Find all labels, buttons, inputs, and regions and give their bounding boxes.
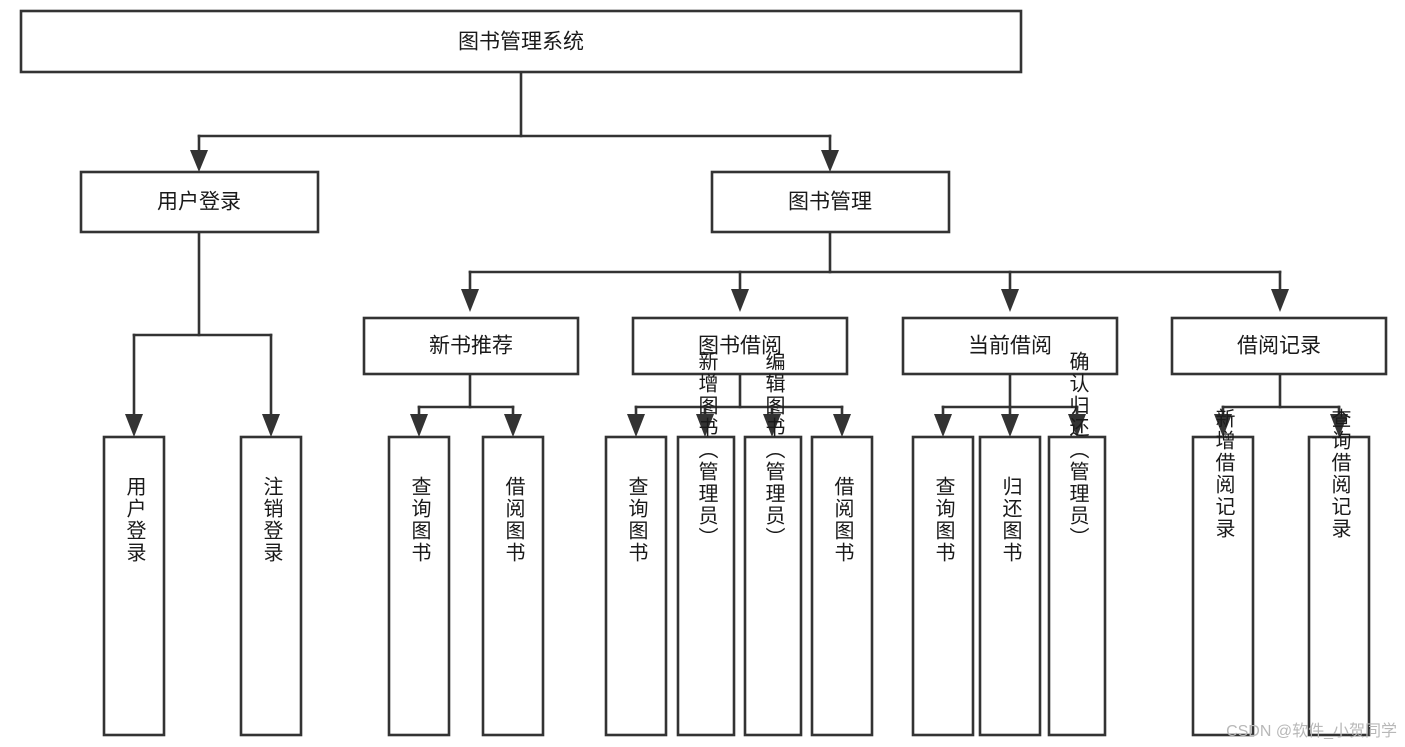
leaf-book-borrow-edit-box[interactable] bbox=[743, 435, 803, 737]
node-new-book-recommend[interactable]: 新书推荐 bbox=[362, 316, 580, 376]
arrowhead-newbook-leaf2 bbox=[504, 414, 522, 437]
node-new-book-recommend-label: 新书推荐 bbox=[429, 335, 513, 358]
node-borrow-record-box[interactable] bbox=[1170, 316, 1388, 376]
leaf-current-borrow-return-box[interactable] bbox=[978, 435, 1042, 737]
leaf-book-borrow-query[interactable]: 查询图书 bbox=[604, 435, 668, 737]
leaf-borrow-record-query-label: 查询借阅记录 bbox=[1328, 408, 1351, 540]
node-user-login-box[interactable] bbox=[79, 170, 320, 234]
arrowhead-logout-leaf bbox=[262, 414, 280, 437]
leaf-book-borrow-borrow-label: 借阅图书 bbox=[831, 476, 854, 564]
node-current-borrow-box[interactable] bbox=[901, 316, 1119, 376]
leaf-user-login-logout-label: 注销登录 bbox=[260, 476, 283, 564]
leaf-current-borrow-query-label: 查询图书 bbox=[932, 476, 955, 564]
arrowhead-borrowrecord-leaf1 bbox=[1214, 414, 1232, 437]
leaf-current-borrow-confirm-box[interactable] bbox=[1047, 435, 1107, 737]
leaf-user-login-login-box[interactable] bbox=[102, 435, 166, 737]
arrowhead-bookmgmt bbox=[821, 150, 839, 172]
arrowhead-bookborrow-leaf3 bbox=[763, 414, 781, 437]
leaf-book-borrow-query-label: 查询图书 bbox=[625, 476, 648, 564]
leaf-current-borrow-query[interactable]: 查询图书 bbox=[911, 435, 975, 737]
node-current-borrow[interactable]: 当前借阅 bbox=[901, 316, 1119, 376]
arrowhead-borrowrecord bbox=[1271, 289, 1289, 312]
node-user-login[interactable]: 用户登录 bbox=[79, 170, 320, 234]
watermark: CSDN @软件_小贺同学 bbox=[1226, 723, 1397, 740]
leaf-new-book-query-box[interactable] bbox=[387, 435, 451, 737]
leaf-book-borrow-edit-label: 编辑图书（管理员） bbox=[762, 351, 785, 549]
leaf-user-login-login-label: 用户登录 bbox=[123, 476, 146, 564]
leaf-new-book-query[interactable]: 查询图书 bbox=[387, 435, 451, 737]
leaf-borrow-record-add[interactable]: 新增借阅记录 bbox=[1191, 408, 1255, 737]
arrowhead-user-login-leaf bbox=[125, 414, 143, 437]
node-book-borrow-box[interactable] bbox=[631, 316, 849, 376]
leaf-current-borrow-return-label: 归还图书 bbox=[999, 476, 1022, 564]
node-borrow-record[interactable]: 借阅记录 bbox=[1170, 316, 1388, 376]
node-root-label: 图书管理系统 bbox=[458, 31, 584, 54]
leaf-user-login-login[interactable]: 用户登录 bbox=[102, 435, 166, 737]
arrowhead-newbook bbox=[461, 289, 479, 312]
arrowhead-currentborrow bbox=[1001, 289, 1019, 312]
leaf-new-book-query-label: 查询图书 bbox=[408, 476, 431, 564]
node-book-management[interactable]: 图书管理 bbox=[710, 170, 951, 234]
arrowhead-bookborrow bbox=[731, 289, 749, 312]
arrowhead-userlogin bbox=[190, 150, 208, 172]
node-book-borrow[interactable]: 图书借阅 bbox=[631, 316, 849, 376]
leaf-user-login-logout[interactable]: 注销登录 bbox=[239, 435, 303, 737]
leaf-user-login-logout-box[interactable] bbox=[239, 435, 303, 737]
leaf-book-borrow-query-box[interactable] bbox=[604, 435, 668, 737]
leaf-book-borrow-add-label: 新增图书（管理员） bbox=[695, 351, 718, 549]
arrowhead-currentborrow-leaf1 bbox=[934, 414, 952, 437]
arrowhead-newbook-leaf1 bbox=[410, 414, 428, 437]
leaf-new-book-borrow-label: 借阅图书 bbox=[502, 476, 525, 564]
leaf-new-book-borrow-box[interactable] bbox=[481, 435, 545, 737]
leaf-current-borrow-confirm-label: 确认归还（管理员） bbox=[1066, 351, 1089, 549]
leaf-book-borrow-borrow-box[interactable] bbox=[810, 435, 874, 737]
node-new-book-recommend-box[interactable] bbox=[362, 316, 580, 376]
leaf-borrow-record-query-box[interactable] bbox=[1307, 435, 1371, 737]
node-current-borrow-label: 当前借阅 bbox=[968, 335, 1052, 358]
node-book-borrow-label: 图书借阅 bbox=[698, 335, 782, 358]
node-root[interactable]: 图书管理系统 bbox=[19, 9, 1023, 74]
leaf-book-borrow-add-box[interactable] bbox=[676, 435, 736, 737]
leaf-current-borrow-return[interactable]: 归还图书 bbox=[978, 435, 1042, 737]
node-book-management-label: 图书管理 bbox=[788, 191, 872, 214]
arrowhead-bookborrow-leaf2 bbox=[696, 414, 714, 437]
leaf-current-borrow-query-box[interactable] bbox=[911, 435, 975, 737]
node-user-login-label: 用户登录 bbox=[157, 191, 241, 214]
arrowhead-currentborrow-leaf3 bbox=[1068, 414, 1086, 437]
leaf-borrow-record-add-box[interactable] bbox=[1191, 435, 1255, 737]
leaf-book-borrow-add[interactable]: 新增图书（管理员） bbox=[676, 351, 736, 737]
node-book-management-box[interactable] bbox=[710, 170, 951, 234]
arrowhead-bookborrow-leaf1 bbox=[627, 414, 645, 437]
leaf-current-borrow-confirm[interactable]: 确认归还（管理员） bbox=[1047, 351, 1107, 737]
leaf-book-borrow-borrow[interactable]: 借阅图书 bbox=[810, 435, 874, 737]
leaf-borrow-record-add-label: 新增借阅记录 bbox=[1212, 408, 1235, 540]
node-root-box[interactable] bbox=[19, 9, 1023, 74]
leaf-borrow-record-query[interactable]: 查询借阅记录 bbox=[1307, 408, 1371, 737]
leaf-book-borrow-edit[interactable]: 编辑图书（管理员） bbox=[743, 351, 803, 737]
node-borrow-record-label: 借阅记录 bbox=[1237, 335, 1321, 358]
connector-group bbox=[125, 70, 1348, 437]
leaf-new-book-borrow[interactable]: 借阅图书 bbox=[481, 435, 545, 737]
arrowhead-borrowrecord-leaf2 bbox=[1330, 414, 1348, 437]
arrowhead-currentborrow-leaf2 bbox=[1001, 414, 1019, 437]
arrowhead-bookborrow-leaf4 bbox=[833, 414, 851, 437]
